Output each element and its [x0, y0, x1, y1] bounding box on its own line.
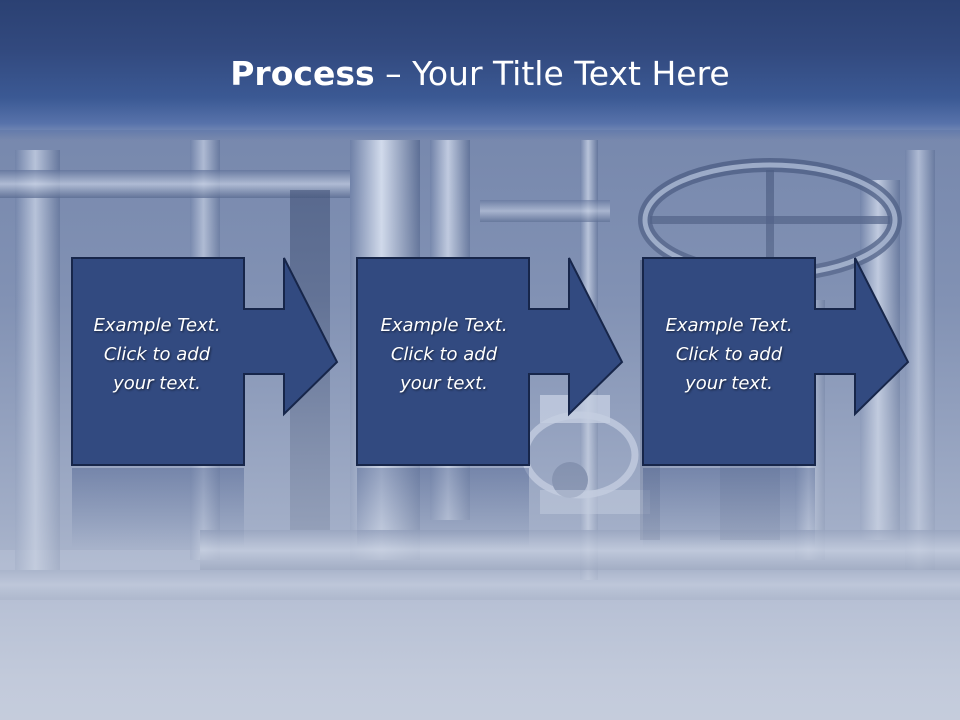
step-1-reflection [72, 468, 244, 548]
title-bar: Process – Your Title Text Here [0, 0, 960, 140]
slide-title[interactable]: Process – Your Title Text Here [0, 52, 960, 96]
title-bold-text: Process [230, 54, 375, 93]
step-2-text[interactable]: Example Text. Click to add your text. [380, 315, 508, 394]
step-2-reflection [357, 468, 529, 548]
step-1-text[interactable]: Example Text. Click to add your text. [93, 315, 221, 394]
step-3-reflection [643, 468, 815, 548]
process-step-2[interactable] [356, 257, 624, 467]
step-3-arrow-shape [642, 257, 910, 466]
process-step-3[interactable] [642, 257, 910, 467]
step-2-arrow-shape [356, 257, 624, 466]
process-step-1[interactable] [71, 257, 339, 467]
title-rest-text: – Your Title Text Here [374, 54, 730, 93]
step-3-text[interactable]: Example Text. Click to add your text. [665, 315, 793, 394]
step-1-arrow-shape [71, 257, 339, 466]
